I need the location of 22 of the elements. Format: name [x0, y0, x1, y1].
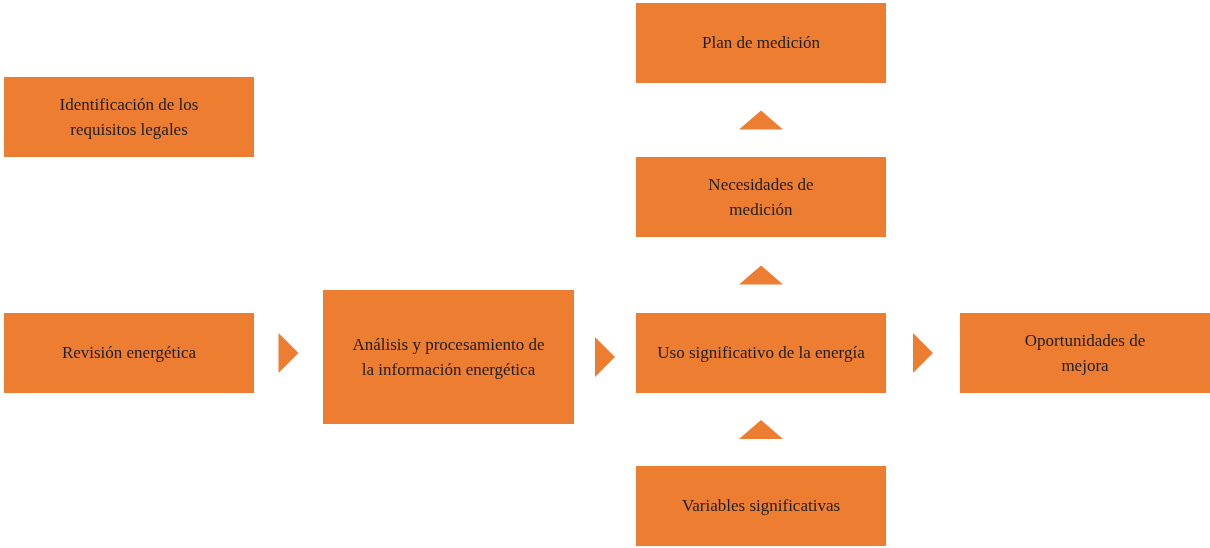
box-label: Variables significativas — [681, 495, 841, 518]
chevron-arrow — [739, 420, 783, 439]
chevron-arrow — [278, 333, 299, 373]
chevron-arrow — [913, 333, 933, 373]
box-label: Necesidades de medición — [707, 173, 815, 221]
box-label: Identificación de los requisitos legales — [58, 93, 200, 141]
process-box — [960, 313, 1210, 393]
process-box — [636, 466, 886, 546]
box-label: Revisión energética — [61, 342, 197, 365]
process-box — [636, 157, 886, 237]
process-box — [636, 3, 886, 83]
process-box — [323, 290, 574, 424]
process-box — [636, 313, 886, 393]
chevron-arrow — [739, 110, 783, 130]
box-label: Uso significativo de la energía — [657, 342, 865, 365]
process-box — [4, 77, 254, 157]
box-label: Análisis y procesamiento de la información energética — [351, 333, 546, 381]
box-label: Oportunidades de mejora — [1023, 329, 1147, 377]
box-label: Plan de medición — [702, 32, 820, 55]
chevron-arrow — [739, 265, 783, 285]
process-box — [4, 313, 254, 393]
chevron-arrow — [595, 337, 615, 377]
